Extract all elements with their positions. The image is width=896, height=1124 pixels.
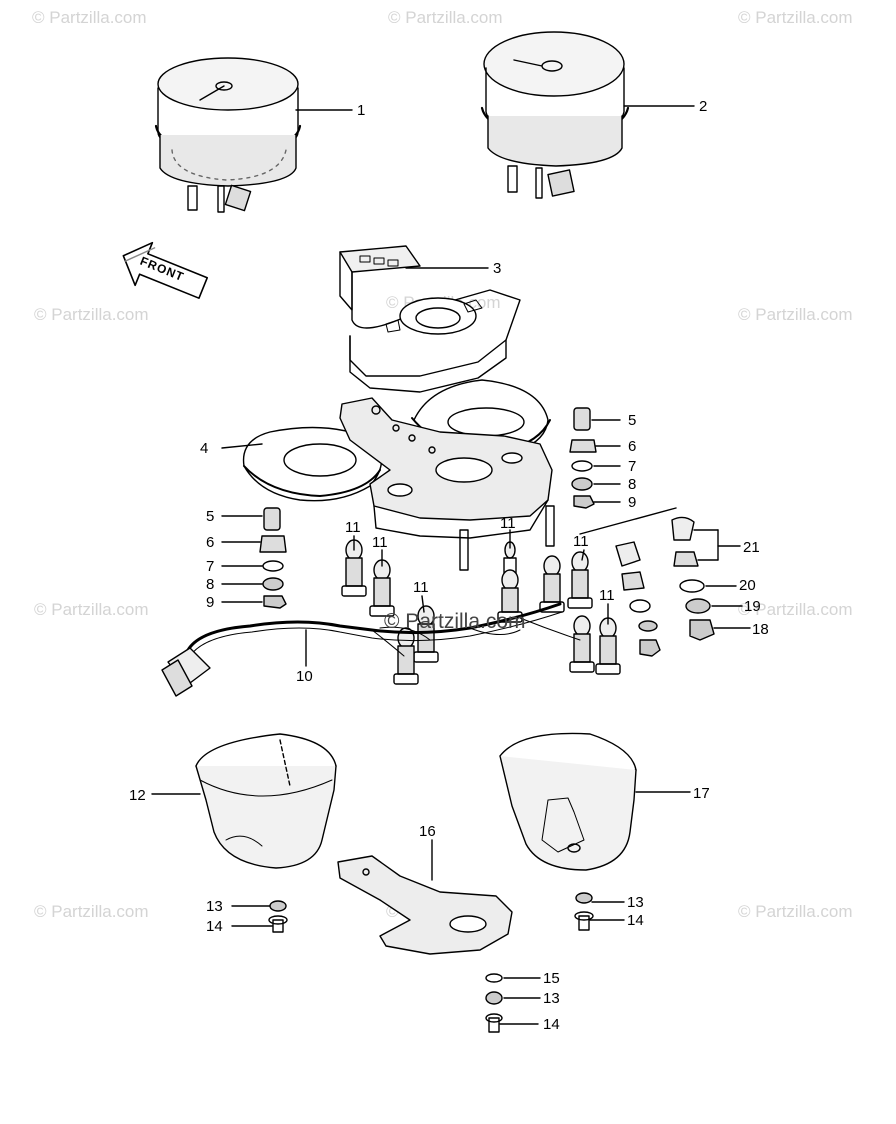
gauge-cover-part-12 [151,733,337,869]
callout-11: 11 [573,533,589,550]
watermark: © Partzilla.com [32,8,147,27]
callout-16: 16 [419,823,436,840]
bracket-part-16 [337,839,513,955]
watermark: © Partzilla.com [738,8,853,27]
gauge-cup-and-bracket-part-4 [221,379,555,571]
watermark: © Partzilla.com [738,902,853,921]
callout-6: 6 [206,534,215,551]
callout-11: 11 [345,519,361,536]
hardware-stack-left [221,507,287,609]
gauge-cover-part-17 [499,732,691,871]
watermark: © Partzilla.com [738,600,853,619]
callout-14: 14 [627,912,644,929]
watermark-center: © Partzilla.com [384,610,526,633]
tachometer-part-2 [480,31,695,199]
callout-9: 9 [628,494,637,511]
fasteners-bottom [231,892,625,1033]
callout-2: 2 [699,98,708,115]
callout-21: 21 [743,539,760,556]
callout-9: 9 [206,594,215,611]
front-direction-arrow [122,241,209,299]
callout-7: 7 [628,458,637,475]
callout-8: 8 [206,576,215,593]
callout-17: 17 [693,785,710,802]
callout-5: 5 [628,412,637,429]
callout-5: 5 [206,508,215,525]
callout-19: 19 [744,598,761,615]
callout-8: 8 [628,476,637,493]
speedometer-part-1 [154,57,353,213]
callout-12: 12 [129,787,146,804]
hardware-stack-far-right [579,507,751,657]
callout-6: 6 [628,438,637,455]
callout-4: 4 [200,440,209,457]
callout-3: 3 [493,260,502,277]
callout-20: 20 [739,577,756,594]
callout-14: 14 [543,1016,560,1033]
callout-14: 14 [206,918,223,935]
watermark: © Partzilla.com [34,600,149,619]
callout-15: 15 [543,970,560,987]
callout-11: 11 [599,587,615,604]
indicator-housing-part-3 [339,245,521,393]
callout-13: 13 [206,898,223,915]
watermark: © Partzilla.com [34,305,149,324]
watermark: © Partzilla.com [34,902,149,921]
callout-1: 1 [357,102,366,119]
callout-10: 10 [296,668,313,685]
callout-11: 11 [413,579,429,596]
bulb-sockets-part-11 [341,529,621,685]
callout-13: 13 [627,894,644,911]
watermark: © Partzilla.com [388,8,503,27]
wire-harness-part-10 [161,602,581,697]
callout-13: 13 [543,990,560,1007]
callout-18: 18 [752,621,769,638]
callout-11: 11 [500,515,516,532]
callout-7: 7 [206,558,215,575]
watermark: © Partzilla.com [738,305,853,324]
hardware-stack-right [569,407,621,509]
callout-11: 11 [372,534,388,551]
